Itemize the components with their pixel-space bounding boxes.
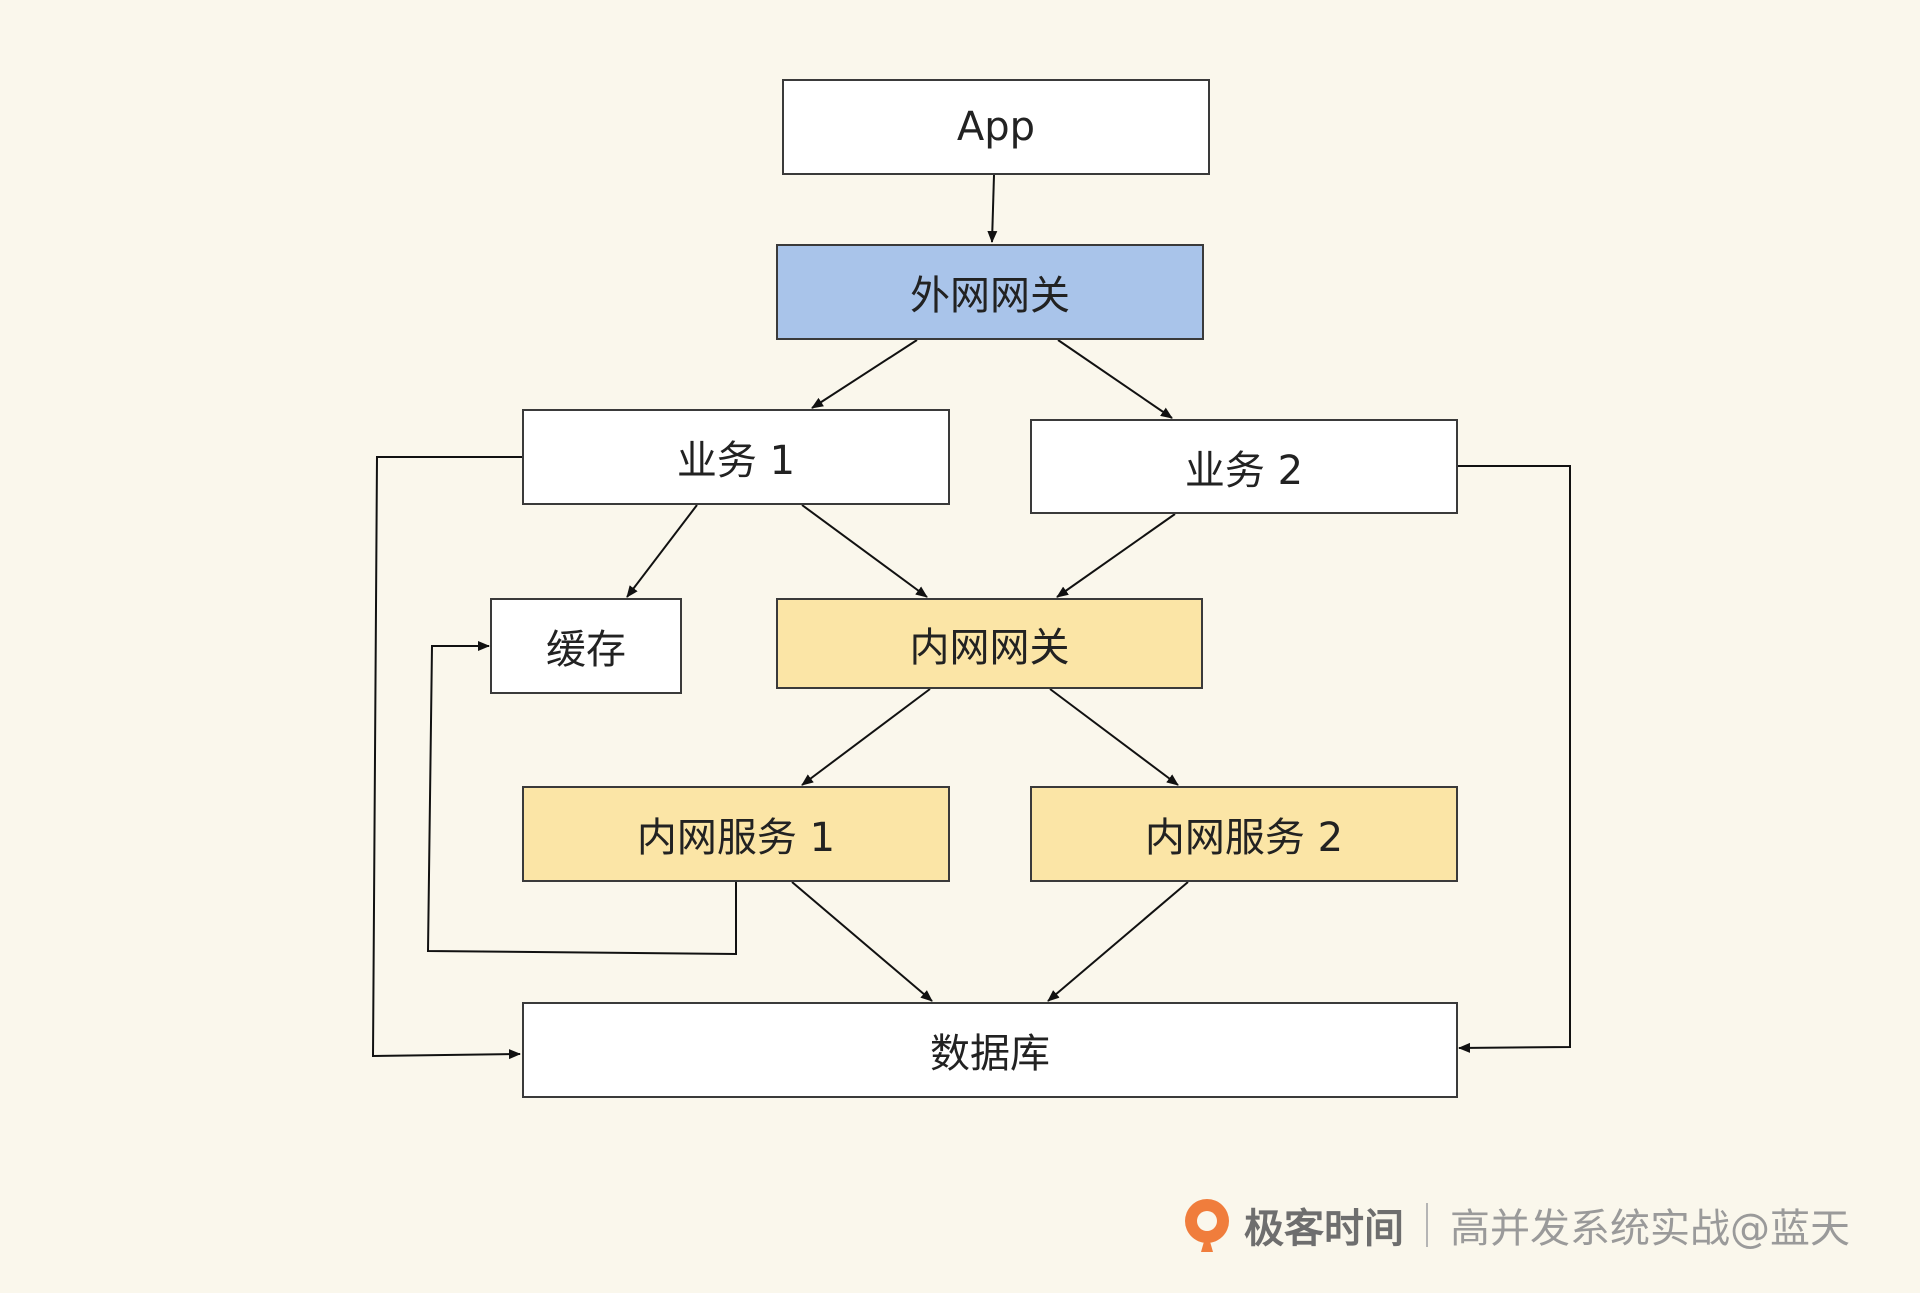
edge-internal-gateway-to-service1 bbox=[801, 688, 931, 786]
node-app: App bbox=[782, 79, 1210, 175]
footer-course: 高并发系统实战@蓝天 bbox=[1450, 1206, 1850, 1252]
edge-service2-to-database bbox=[1047, 881, 1189, 1002]
node-business1-label: 业务 1 bbox=[676, 438, 796, 484]
edge-service1-to-database bbox=[791, 881, 933, 1002]
node-app-label: App bbox=[956, 104, 1036, 150]
node-internal-service1-label: 内网服务 1 bbox=[636, 815, 836, 861]
node-business1: 业务 1 bbox=[522, 409, 950, 505]
edge-app-to-external-gateway bbox=[987, 174, 998, 243]
edge-business1-to-database bbox=[371, 456, 522, 1060]
node-internal-service1: 内网服务 1 bbox=[522, 786, 950, 882]
edge-business1-to-cache bbox=[626, 504, 698, 598]
node-internal-service2: 内网服务 2 bbox=[1030, 786, 1458, 882]
node-external-gateway: 外网网关 bbox=[776, 244, 1204, 340]
node-cache: 缓存 bbox=[490, 598, 682, 694]
node-internal-gateway-label: 内网网关 bbox=[909, 624, 1070, 671]
edge-service1-to-cache bbox=[426, 641, 737, 956]
footer-separator bbox=[1426, 1203, 1428, 1247]
edge-business1-to-internal-gateway bbox=[801, 504, 928, 598]
node-business2-label: 业务 2 bbox=[1184, 447, 1304, 494]
node-database-label: 数据库 bbox=[930, 1031, 1050, 1077]
edge-business2-to-database bbox=[1457, 465, 1571, 1053]
footer-brand: 极客时间 bbox=[1244, 1206, 1404, 1252]
node-business2: 业务 2 bbox=[1030, 419, 1458, 514]
node-external-gateway-label: 外网网关 bbox=[910, 273, 1070, 319]
node-cache-label: 缓存 bbox=[546, 627, 626, 673]
node-internal-gateway: 内网网关 bbox=[776, 598, 1203, 689]
edge-external-gateway-to-business1 bbox=[811, 339, 918, 409]
footer-watermark: 极客时间 高并发系统实战@蓝天 bbox=[1180, 1190, 1850, 1260]
geektime-logo-icon bbox=[1185, 1199, 1229, 1252]
node-internal-service2-label: 内网服务 2 bbox=[1144, 815, 1344, 861]
edge-external-gateway-to-business2 bbox=[1057, 339, 1173, 419]
edge-internal-gateway-to-service2 bbox=[1049, 688, 1179, 786]
node-database: 数据库 bbox=[522, 1002, 1458, 1098]
edge-business2-to-internal-gateway bbox=[1056, 513, 1176, 598]
